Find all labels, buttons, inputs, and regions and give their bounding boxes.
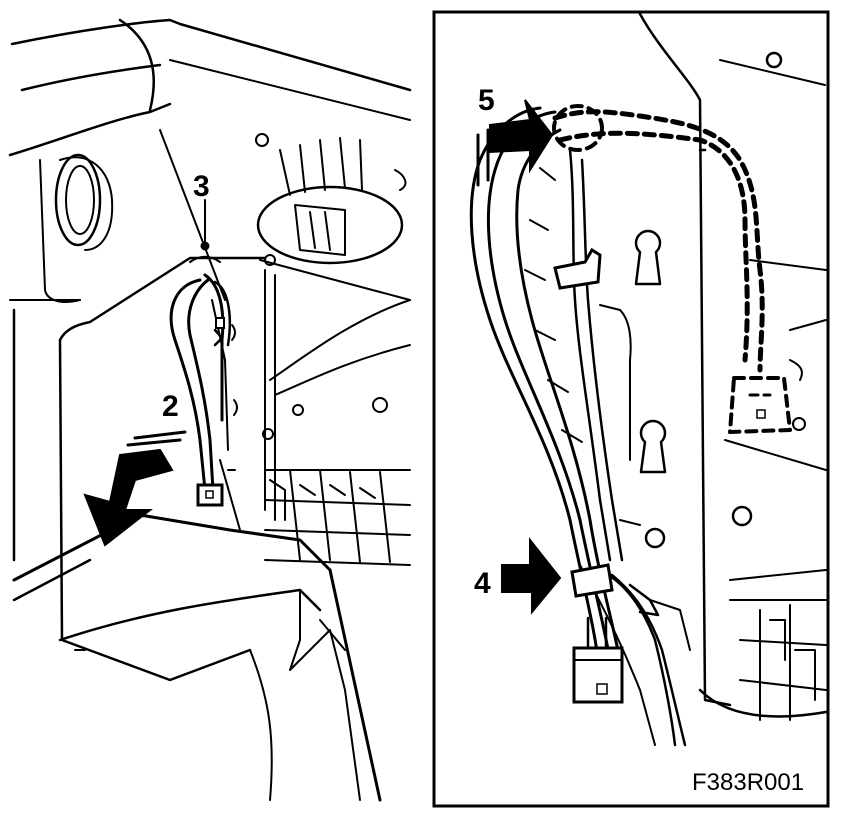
removal-arrow [83,430,187,547]
wiring-harness-left [169,273,241,531]
speaker-recess [54,153,114,251]
circled-clip-detail [256,137,407,265]
callout-3-leader [189,199,221,263]
left-overview-panel: 3 2 [8,18,412,802]
inset-connector [572,646,624,704]
inset-vent-grille [729,599,827,721]
callout-2: 2 [162,390,179,423]
arrow-4 [501,537,562,615]
arrow-5 [476,99,554,187]
upper-trim-panel [8,18,412,303]
bracket-plate [599,304,691,651]
inset-body-panel [638,12,828,718]
detail-inset-panel: 5 4 F383R001 [432,10,830,808]
dashed-harness-new-position [552,104,792,434]
figure-id-label: F383R001 [692,769,804,796]
floor-vent-grille [264,469,411,566]
callout-5: 5 [478,84,495,117]
keyhole-slots [634,229,667,549]
body-side-panel [12,133,411,682]
callout-4: 4 [474,567,491,600]
callout-3: 3 [193,170,210,203]
lower-trim-panel [12,513,382,802]
